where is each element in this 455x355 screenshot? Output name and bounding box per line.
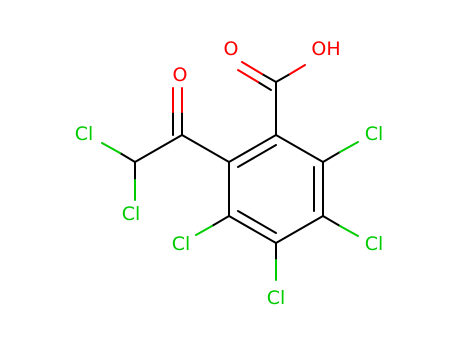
atom-label-o1: O xyxy=(224,38,239,60)
bond xyxy=(211,215,230,227)
bond xyxy=(195,225,213,236)
bond xyxy=(289,64,306,75)
bond xyxy=(228,215,277,244)
bond xyxy=(134,134,183,163)
bond xyxy=(261,73,277,83)
atom-label-cl-e: Cl xyxy=(267,287,286,309)
atom-label-o2: O xyxy=(173,64,188,86)
carboxylic-acid-group xyxy=(237,61,306,136)
bond-inner xyxy=(237,144,277,168)
benzene-ring xyxy=(228,134,324,244)
bond xyxy=(322,151,341,163)
bond xyxy=(241,61,263,75)
bond xyxy=(275,134,324,163)
bond xyxy=(257,81,272,91)
atom-label-cl-a: Cl xyxy=(75,123,94,145)
bond xyxy=(237,69,259,83)
atom-label-cl-d: Cl xyxy=(365,233,384,255)
atom-label-cl-c: Cl xyxy=(365,123,384,145)
bond xyxy=(101,142,121,154)
atom-label-cl-b: Cl xyxy=(122,203,141,225)
bond xyxy=(339,225,359,237)
bond xyxy=(322,215,341,227)
bond-inner xyxy=(237,210,277,234)
atom-label-cl-f: Cl xyxy=(172,233,191,255)
bond xyxy=(181,134,230,163)
bond xyxy=(228,134,277,163)
bond xyxy=(275,73,291,83)
dichloroacetyl-group xyxy=(101,87,230,201)
bond xyxy=(339,141,359,153)
atom-label-oh: OH xyxy=(311,38,340,60)
ring-chlorine-bonds xyxy=(195,141,359,281)
bond xyxy=(119,152,136,163)
bond xyxy=(275,215,324,244)
